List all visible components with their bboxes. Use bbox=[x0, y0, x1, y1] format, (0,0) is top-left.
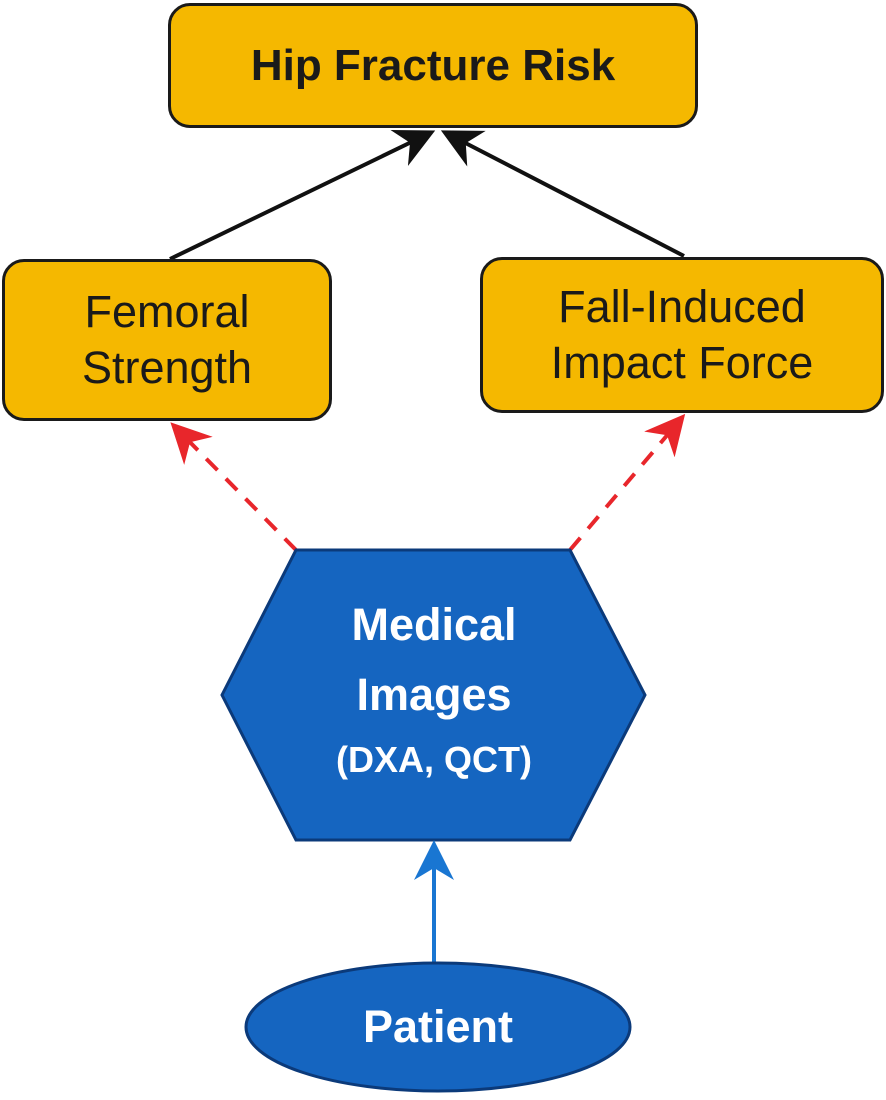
arrow-femoral-to-risk bbox=[169, 129, 436, 261]
femoral-strength-label-line2: Strength bbox=[81, 342, 253, 393]
hip-fracture-risk-label: Hip Fracture Risk bbox=[250, 40, 616, 90]
patient-ellipse bbox=[244, 961, 632, 1093]
arrow-impact-to-risk bbox=[440, 130, 685, 258]
medical-images-label-line2: Images bbox=[356, 669, 512, 720]
impact-force-label-line1: Fall-Induced bbox=[558, 280, 806, 332]
dashed-arrow-images-to-femoral bbox=[170, 422, 298, 552]
medical-images-label-line3: (DXA, QCT) bbox=[336, 739, 532, 780]
femoral-strength-node: Femoral Strength bbox=[2, 259, 332, 421]
femoral-strength-label-line1: Femoral bbox=[84, 285, 250, 337]
hip-fracture-risk-node: Hip Fracture Risk bbox=[168, 3, 698, 128]
dashed-arrow-images-to-impact bbox=[568, 413, 686, 552]
impact-force-node: Fall-Induced Impact Force bbox=[480, 257, 884, 413]
medical-images-node: Medical Images (DXA, QCT) bbox=[222, 590, 646, 790]
patient-label: Patient bbox=[362, 1001, 514, 1052]
medical-images-label-line1: Medical bbox=[351, 599, 517, 650]
impact-force-label-line2: Impact Force bbox=[550, 337, 814, 388]
medical-images-hexagon bbox=[220, 548, 647, 842]
patient-node: Patient bbox=[246, 995, 630, 1059]
